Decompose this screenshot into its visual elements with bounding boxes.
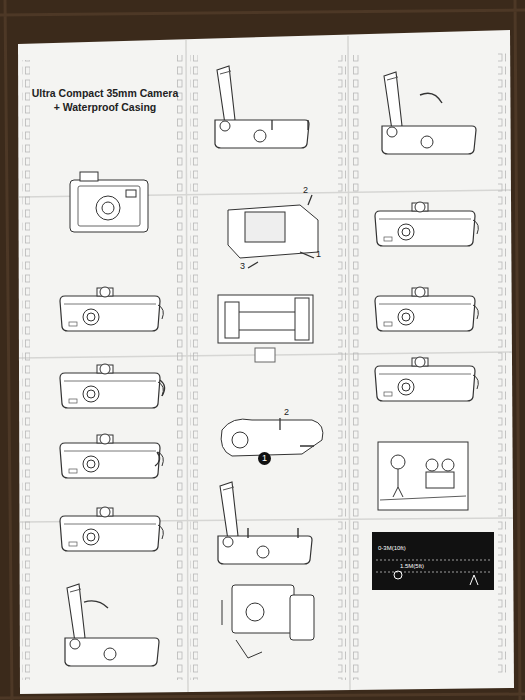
open-arrow [84,601,108,608]
turn-arrow [160,380,165,396]
case-step [375,357,478,401]
depth-label: 0-3M(10ft) [378,545,406,551]
case-opened [65,584,159,666]
case-closing [218,482,312,564]
camera-in-case [70,172,148,232]
case-closed-step [60,507,163,551]
step-number: 2 [284,408,289,417]
fold-lines [19,36,513,692]
step-number: 1 [316,250,321,259]
close-arrow [420,93,442,103]
case-open-top [215,66,309,148]
case-open-right [382,72,476,154]
case-step [375,202,478,246]
depth-label: 1.5M(5ft) [400,563,424,569]
case-latch-step [60,364,163,408]
paper-sheet [18,30,514,694]
step-number: 1 [258,452,271,465]
case-latch-step [60,434,163,478]
case-step [375,287,478,331]
closed-case [60,287,163,331]
press-arrows [248,528,298,538]
cartoon-panel [378,442,468,510]
step-number: 2 [303,186,308,195]
turn-arrow [155,452,160,466]
camera-with-film [222,585,314,658]
depth-panel [372,532,494,590]
film-loading [218,295,313,362]
film-border-columns [22,50,506,680]
camera-back [228,195,318,268]
step-number: 3 [240,262,245,271]
sheet-title: Ultra Compact 35mm Camera + Waterproof C… [30,86,180,114]
hands-with-camera [221,418,323,456]
insert-arrows [272,120,308,130]
